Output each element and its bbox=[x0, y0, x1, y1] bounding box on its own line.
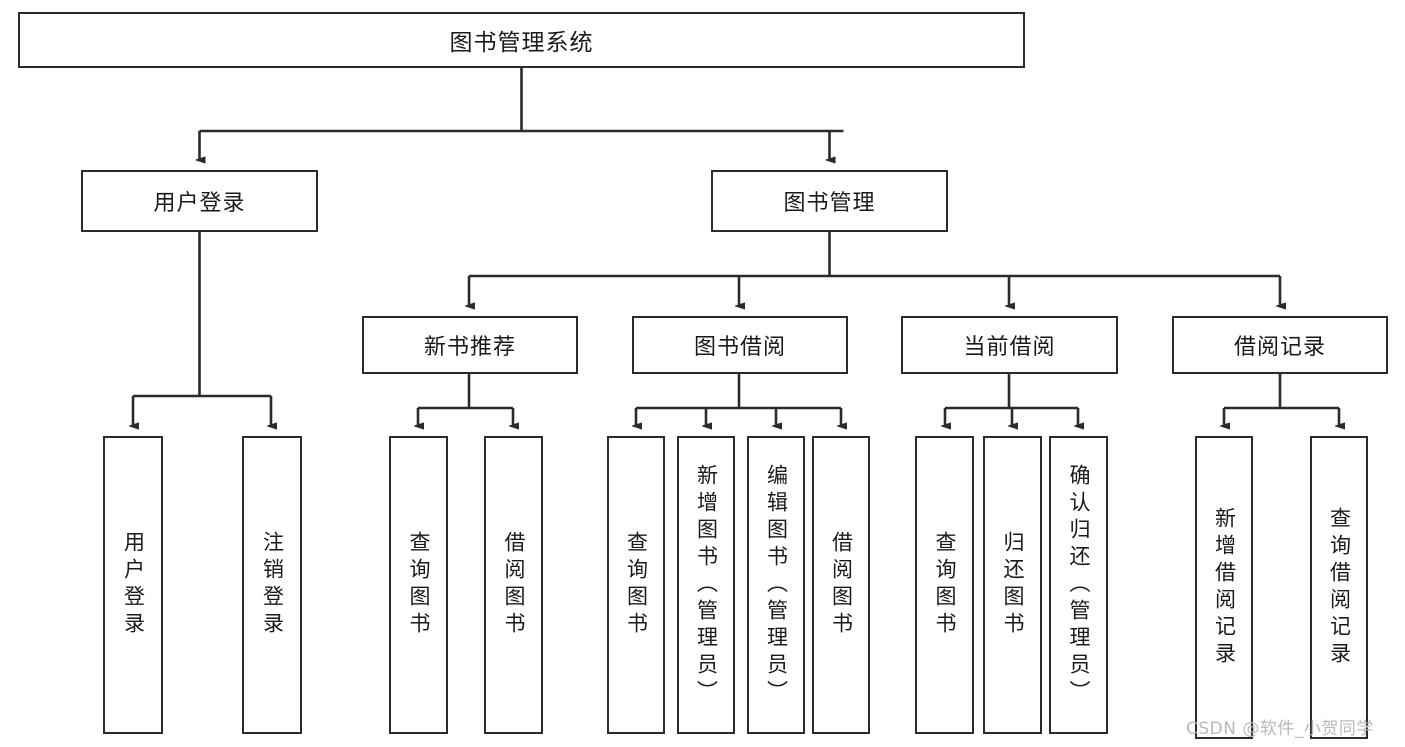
watermark-text: CSDN @软件_小贺同学 bbox=[1186, 719, 1374, 739]
node-current-borrow[interactable]: 当前借阅 bbox=[901, 316, 1118, 374]
leaf-current-confirm-return-admin[interactable]: 确认归还（管理员） bbox=[1049, 436, 1108, 734]
leaf-record-query[interactable]: 查询借阅记录 bbox=[1310, 436, 1368, 739]
leaf-borrow-query-book[interactable]: 查询图书 bbox=[607, 436, 665, 734]
leaf-new-book-query[interactable]: 查询图书 bbox=[389, 436, 448, 734]
node-label: 新增图书（管理员） bbox=[694, 463, 719, 707]
node-label: 确认归还（管理员） bbox=[1067, 463, 1091, 707]
leaf-borrow-borrow-book[interactable]: 借阅图书 bbox=[812, 436, 870, 734]
node-label: 注销登录 bbox=[260, 531, 285, 639]
node-label: 图书管理系统 bbox=[449, 30, 594, 56]
node-label: 查询图书 bbox=[407, 531, 431, 639]
node-label: 用户登录 bbox=[153, 191, 246, 216]
leaf-borrow-edit-book-admin[interactable]: 编辑图书（管理员） bbox=[747, 436, 805, 734]
node-label: 查询借阅记录 bbox=[1327, 506, 1352, 669]
leaf-current-return-book[interactable]: 归还图书 bbox=[983, 436, 1042, 734]
node-root-system[interactable]: 图书管理系统 bbox=[18, 12, 1025, 68]
node-user-login[interactable]: 用户登录 bbox=[81, 170, 318, 232]
leaf-record-add[interactable]: 新增借阅记录 bbox=[1195, 436, 1253, 739]
node-label: 用户登录 bbox=[121, 531, 146, 639]
node-new-book-recommend[interactable]: 新书推荐 bbox=[362, 316, 578, 374]
node-label: 新书推荐 bbox=[423, 335, 516, 360]
node-book-borrow[interactable]: 图书借阅 bbox=[632, 316, 848, 374]
node-borrow-record[interactable]: 借阅记录 bbox=[1172, 316, 1388, 374]
node-label: 编辑图书（管理员） bbox=[764, 463, 789, 707]
leaf-borrow-add-book-admin[interactable]: 新增图书（管理员） bbox=[677, 436, 735, 734]
node-book-management[interactable]: 图书管理 bbox=[711, 170, 948, 232]
node-label: 借阅图书 bbox=[829, 531, 854, 639]
leaf-user-login-login[interactable]: 用户登录 bbox=[103, 436, 163, 734]
node-label: 归还图书 bbox=[1001, 531, 1025, 639]
node-label: 借阅图书 bbox=[502, 531, 526, 639]
node-label: 查询图书 bbox=[933, 531, 957, 639]
leaf-user-login-logout[interactable]: 注销登录 bbox=[242, 436, 302, 734]
leaf-current-query-book[interactable]: 查询图书 bbox=[915, 436, 974, 734]
node-label: 借阅记录 bbox=[1233, 335, 1326, 360]
node-label: 新增借阅记录 bbox=[1212, 506, 1237, 669]
node-label: 当前借阅 bbox=[963, 335, 1056, 360]
leaf-new-book-borrow[interactable]: 借阅图书 bbox=[484, 436, 543, 734]
node-label: 图书借阅 bbox=[693, 335, 786, 360]
node-label: 图书管理 bbox=[783, 191, 876, 216]
node-label: 查询图书 bbox=[624, 531, 649, 639]
